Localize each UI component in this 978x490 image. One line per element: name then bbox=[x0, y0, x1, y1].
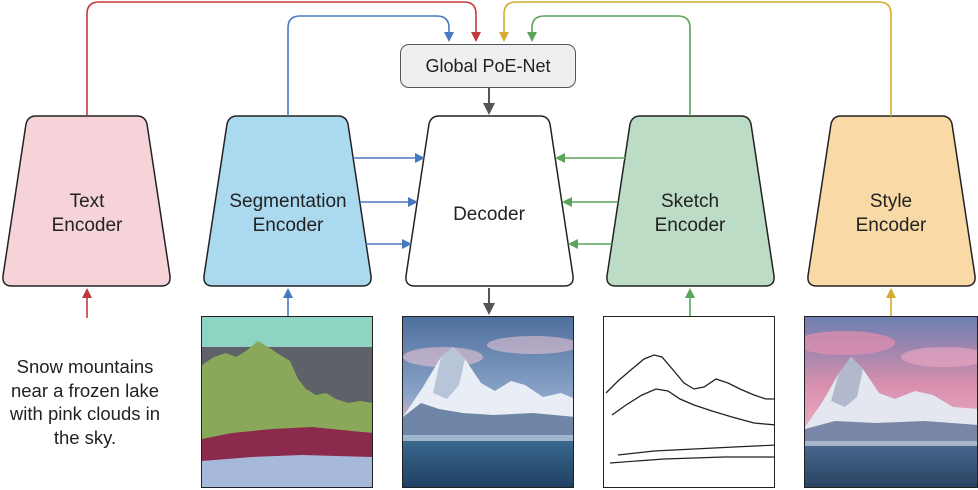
global-poe-net-label: Global PoE-Net bbox=[425, 55, 551, 76]
text-to-poe-wire bbox=[86, 1, 481, 116]
sketch-encoder-label: Sketch Encoder bbox=[611, 190, 769, 238]
sketch-encoder-label-line2: Encoder bbox=[654, 215, 726, 236]
segmentation-encoder-label-line2: Encoder bbox=[252, 215, 324, 236]
seg-to-poe-wire bbox=[287, 15, 454, 116]
segmentation-map-image bbox=[201, 316, 373, 488]
segmentation-encoder-label-line1: Segmentation bbox=[229, 191, 347, 212]
segmentation-encoder-label: Segmentation Encoder bbox=[209, 190, 367, 238]
text-encoder-label-line1: Text bbox=[69, 191, 105, 212]
generated-output-image bbox=[402, 316, 574, 488]
style-encoder-shape bbox=[807, 115, 976, 287]
text-encoder-label-line2: Encoder bbox=[51, 215, 123, 236]
text-prompt: Snow mountains near a frozen lake with p… bbox=[9, 356, 161, 448]
sketch-encoder-shape bbox=[606, 115, 775, 287]
sketch-encoder-label-line1: Sketch bbox=[660, 191, 720, 212]
style-encoder-label: Style Encoder bbox=[812, 190, 970, 238]
sketch-image bbox=[603, 316, 775, 488]
text-encoder-label: Text Encoder bbox=[8, 190, 166, 238]
global-poe-net-box: Global PoE-Net bbox=[400, 44, 576, 88]
style-encoder-label-line2: Encoder bbox=[855, 215, 927, 236]
sketch-to-poe-wire bbox=[527, 15, 691, 116]
style-to-poe-wire bbox=[499, 1, 892, 116]
style-reference-image bbox=[804, 316, 978, 488]
segmentation-encoder-shape bbox=[203, 115, 372, 287]
style-encoder-label-line1: Style bbox=[869, 191, 913, 212]
decoder-label: Decoder bbox=[410, 203, 568, 227]
decoder-label-text: Decoder bbox=[453, 204, 525, 225]
text-encoder-shape bbox=[2, 115, 171, 287]
decoder-shape bbox=[405, 115, 574, 287]
